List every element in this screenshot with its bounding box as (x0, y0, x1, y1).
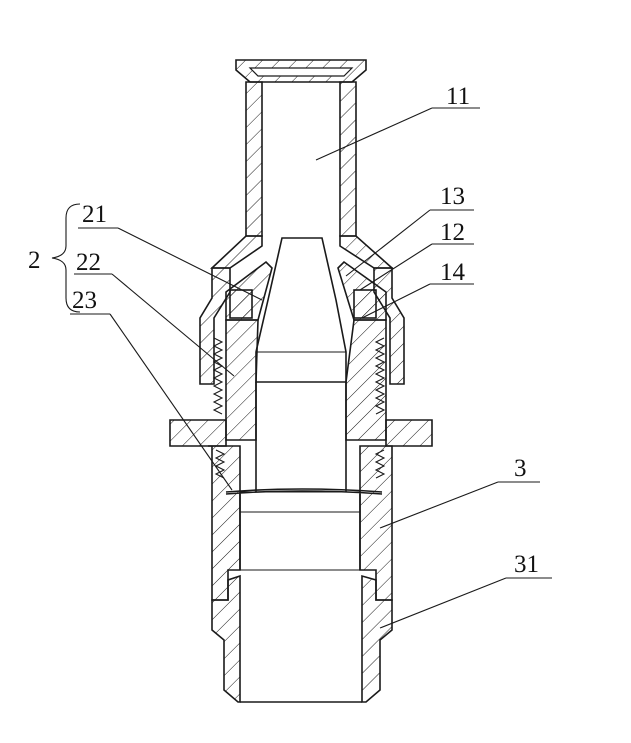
label-13: 13 (440, 183, 465, 210)
label-2: 2 (28, 247, 41, 274)
tube-part-11 (209, 59, 395, 269)
springs (212, 337, 386, 479)
bottom-part-31 (211, 574, 393, 703)
main-body (169, 319, 433, 601)
leader-lines (70, 107, 552, 629)
central-cone (255, 237, 347, 383)
label-21: 21 (82, 201, 107, 228)
group-brace (51, 203, 81, 313)
label-12: 12 (440, 219, 465, 246)
inner-sleeve (225, 260, 387, 321)
inner-bore (239, 382, 361, 571)
label-11: 11 (446, 83, 470, 110)
label-22: 22 (76, 249, 101, 276)
label-31: 31 (514, 551, 539, 578)
label-14: 14 (440, 259, 466, 286)
label-3: 3 (514, 455, 527, 482)
membrane-part-23 (225, 488, 383, 495)
label-23: 23 (72, 287, 97, 314)
